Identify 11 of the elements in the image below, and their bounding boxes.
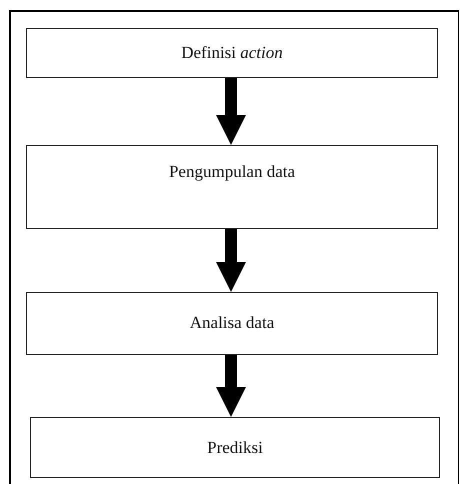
box-label: Pengumpulan data: [168, 162, 296, 182]
process-box: [30, 417, 440, 478]
box-label: Definisi action: [181, 43, 283, 63]
process-box: [26, 28, 438, 78]
arrow: [216, 229, 246, 292]
process-box: [26, 145, 438, 229]
arrow: [216, 78, 246, 145]
box-label: Analisa data: [190, 313, 274, 333]
process-box: [26, 292, 438, 355]
box-label: Prediksi: [207, 438, 263, 458]
arrow: [216, 355, 246, 417]
